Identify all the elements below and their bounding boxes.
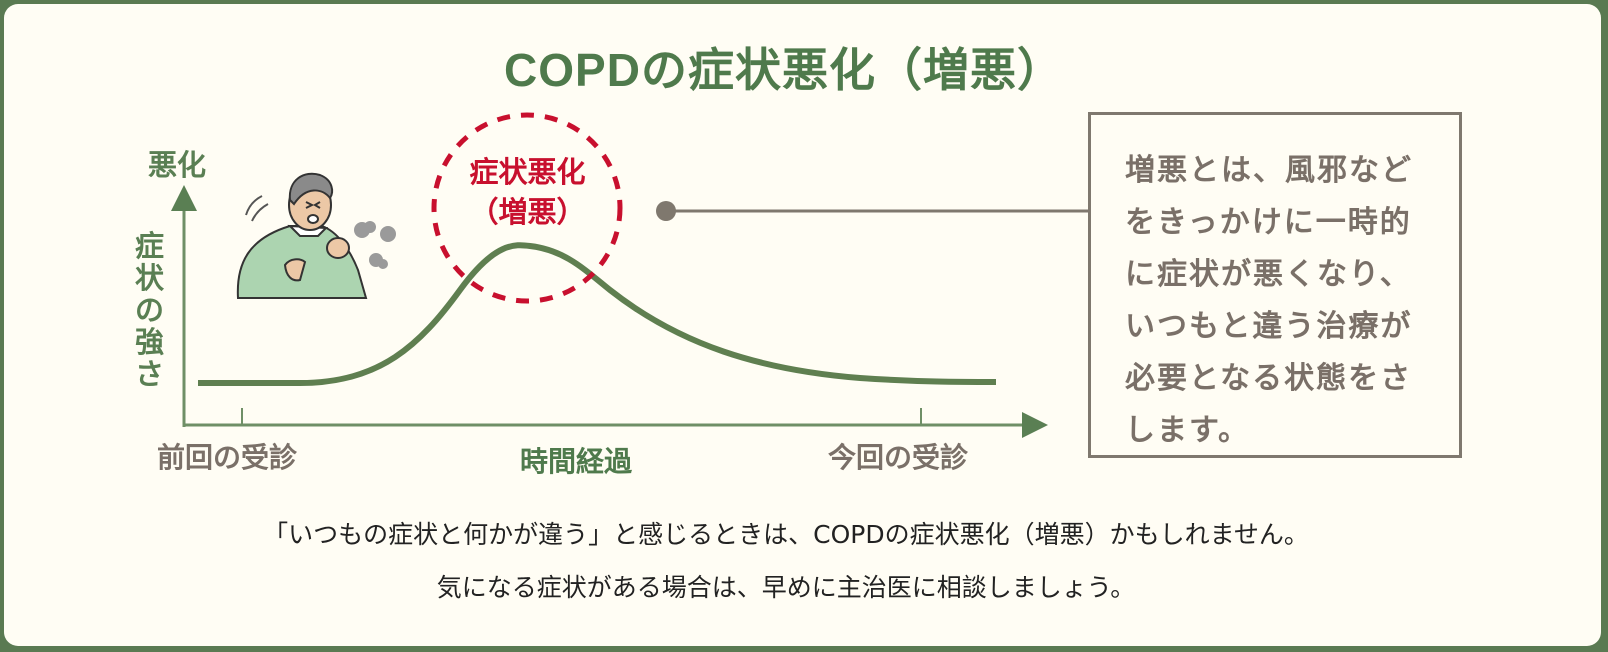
x-axis-arrow-icon <box>1022 412 1048 438</box>
diagram-title: COPDの症状悪化（増悪） <box>504 44 1064 96</box>
footer-line-1: 「いつもの症状と何かが違う」と感じるときは、COPDの症状悪化（増悪）かもしれま… <box>263 520 1309 549</box>
callout-text: 増悪とは、風邪などをきっかけに一時的に症状が悪くなり、いつもと違う治療が必要とな… <box>1125 153 1413 448</box>
peak-label: 症状悪化 （増悪） <box>440 152 615 232</box>
callout-dot-icon <box>656 201 676 221</box>
y-axis-top-label: 悪化 <box>148 148 207 182</box>
peak-dashed-circle <box>431 112 623 304</box>
x-tick-label-current-visit: 今回の受診 <box>828 441 969 474</box>
y-axis-label: 症状の強さ <box>135 229 165 391</box>
coughing-man-illustration <box>236 172 396 299</box>
callout-box: 増悪とは、風邪などをきっかけに一時的に症状が悪くなり、いつもと違う治療が必要とな… <box>1088 112 1462 458</box>
y-axis-arrow-icon <box>171 185 197 211</box>
peak-label-line1: 症状悪化 <box>469 155 586 189</box>
peak-label-line2: （増悪） <box>469 195 586 229</box>
x-axis-label: 時間経過 <box>520 445 633 478</box>
symptom-curve <box>198 242 997 386</box>
x-tick-label-previous-visit: 前回の受診 <box>157 441 298 474</box>
footer-line-2: 気になる症状がある場合は、早めに主治医に相談しましょう。 <box>436 573 1136 602</box>
